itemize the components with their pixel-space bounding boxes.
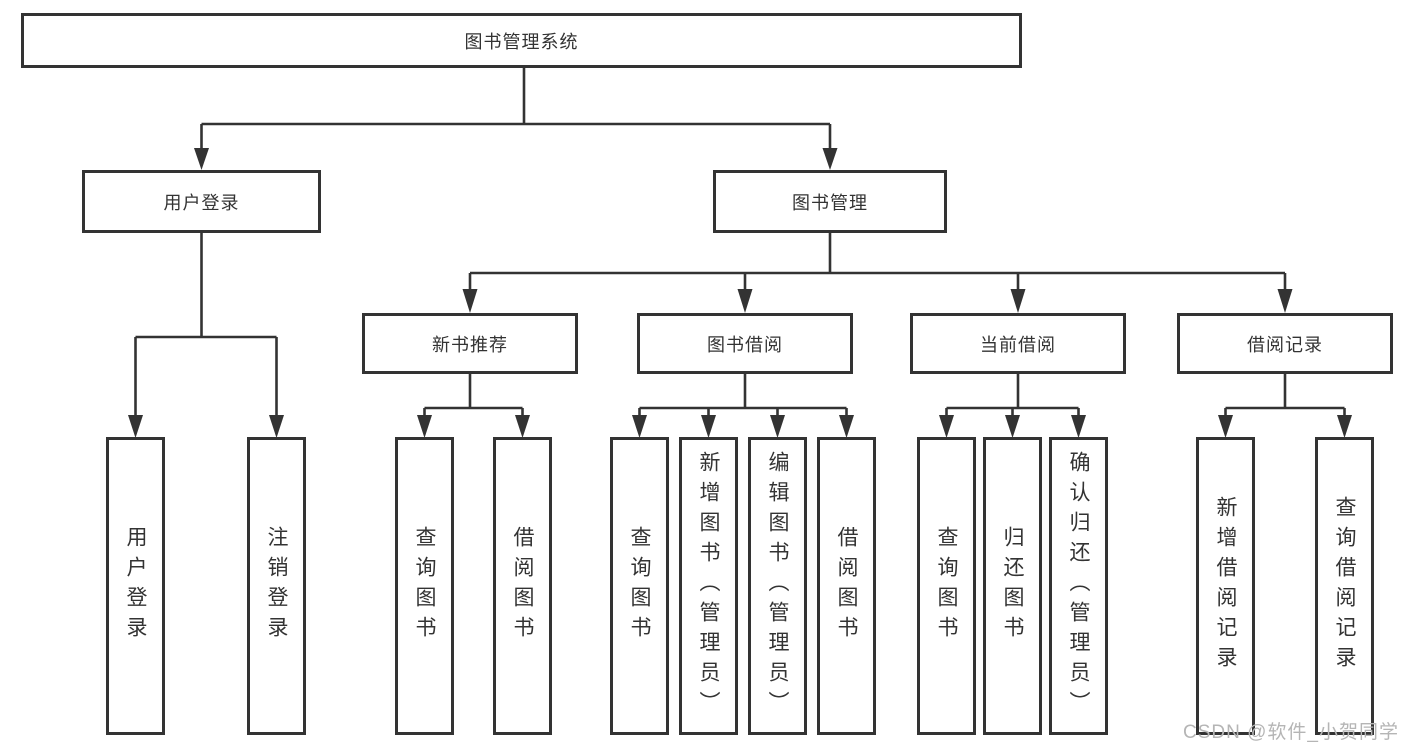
arrowhead-icon [1277,289,1293,313]
leaf-add-book-admin: 新增图书（管理员） [679,437,738,735]
node-new-book-recommend: 新书推荐 [362,313,578,374]
node-book-management: 图书管理 [713,170,947,233]
leaf-label: 新增借阅记录 [1214,496,1237,676]
node-current-borrow: 当前借阅 [910,313,1126,374]
leaf-label: 注销登录 [265,526,288,646]
node-label: 当前借阅 [980,334,1056,355]
arrowhead-icon [269,415,284,438]
arrowhead-icon [462,289,478,313]
leaf-return-book: 归还图书 [983,437,1042,735]
leaf-label: 查询图书 [628,526,651,646]
node-root-library-system: 图书管理系统 [21,13,1022,68]
leaf-edit-book-admin: 编辑图书（管理员） [748,437,807,735]
arrowhead-icon [822,148,838,170]
leaf-query-book-current: 查询图书 [917,437,976,735]
arrowhead-icon [839,415,854,438]
leaf-confirm-return-admin: 确认归还（管理员） [1049,437,1108,735]
leaf-query-book-recommend: 查询图书 [395,437,454,735]
arrowhead-icon [128,415,143,438]
node-label: 图书借阅 [707,334,783,355]
arrowhead-icon [737,289,753,313]
node-borrow-record: 借阅记录 [1177,313,1393,374]
csdn-watermark: CSDN @软件_小贺同学 [1183,722,1399,743]
leaf-label: 新增图书（管理员） [697,451,720,721]
node-label: 图书管理系统 [464,31,579,52]
leaf-label: 借阅图书 [511,526,534,646]
arrowhead-icon [194,148,209,170]
node-label: 图书管理 [792,192,868,213]
leaf-user-login: 用户登录 [106,437,165,735]
node-label: 新书推荐 [432,334,508,355]
leaf-label: 确认归还（管理员） [1067,451,1090,721]
node-label: 借阅记录 [1247,334,1323,355]
arrowhead-icon [939,415,954,438]
leaf-query-borrow-record: 查询借阅记录 [1315,437,1374,735]
node-book-borrow: 图书借阅 [637,313,853,374]
arrowhead-icon [515,415,530,438]
node-label: 用户登录 [163,192,240,213]
arrowhead-icon [632,415,647,438]
arrowheads [128,148,1352,438]
arrowhead-icon [1010,289,1026,313]
arrowhead-icon [1071,415,1086,438]
arrowhead-icon [417,415,432,438]
leaf-borrow-book-recommend: 借阅图书 [493,437,552,735]
leaf-add-borrow-record: 新增借阅记录 [1196,437,1255,735]
leaf-query-book-borrow: 查询图书 [610,437,669,735]
arrowhead-icon [1337,415,1352,438]
arrowhead-icon [1218,415,1233,438]
arrowhead-icon [701,415,716,438]
leaf-borrow-book: 借阅图书 [817,437,876,735]
arrowhead-icon [770,415,785,438]
arrowhead-icon [1005,415,1020,438]
leaf-label: 借阅图书 [835,526,858,646]
node-user-login: 用户登录 [82,170,321,233]
leaf-label: 查询图书 [935,526,958,646]
leaf-logout: 注销登录 [247,437,306,735]
leaf-label: 用户登录 [124,526,147,646]
leaf-label: 查询借阅记录 [1333,496,1356,676]
leaf-label: 查询图书 [413,526,436,646]
leaf-label: 归还图书 [1001,526,1024,646]
leaf-label: 编辑图书（管理员） [766,451,789,721]
